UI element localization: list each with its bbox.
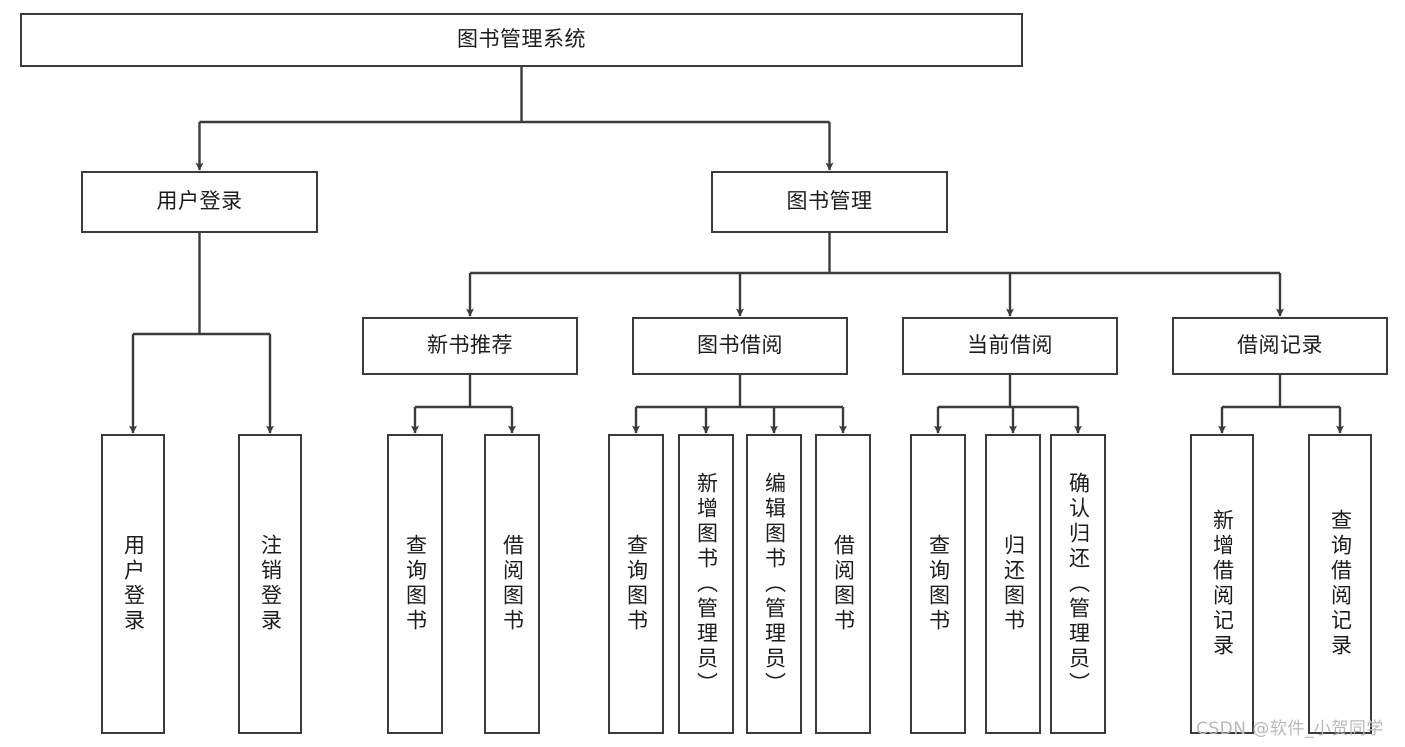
node-leaf-user-login[interactable]: 用户登录 [101, 434, 165, 734]
node-leaf-borrow-book-1[interactable]: 借阅图书 [484, 434, 540, 734]
node-leaf-add-book[interactable]: 新增图书（管理员） [678, 434, 734, 734]
node-label: 查询图书 [926, 534, 951, 634]
node-label: 借阅记录 [1237, 333, 1323, 358]
node-label: 新增借阅记录 [1210, 509, 1235, 659]
node-leaf-query-book-3[interactable]: 查询图书 [910, 434, 966, 734]
node-leaf-return-book[interactable]: 归还图书 [985, 434, 1041, 734]
node-user-login[interactable]: 用户登录 [81, 171, 318, 233]
node-label: 图书管理系统 [457, 27, 586, 52]
node-label: 归还图书 [1001, 534, 1026, 634]
node-new-book-rec[interactable]: 新书推荐 [362, 317, 578, 375]
node-leaf-logout[interactable]: 注销登录 [238, 434, 302, 734]
node-label: 用户登录 [156, 189, 243, 214]
node-label: 图书管理 [786, 189, 873, 214]
node-borrow-record[interactable]: 借阅记录 [1172, 317, 1388, 375]
node-label: 图书借阅 [697, 333, 783, 358]
node-label: 用户登录 [121, 534, 146, 634]
node-leaf-borrow-book-2[interactable]: 借阅图书 [815, 434, 871, 734]
node-current-borrow[interactable]: 当前借阅 [902, 317, 1118, 375]
node-leaf-add-record[interactable]: 新增借阅记录 [1190, 434, 1254, 734]
node-label: 查询图书 [624, 534, 649, 634]
node-root[interactable]: 图书管理系统 [20, 13, 1023, 67]
node-label: 当前借阅 [967, 333, 1053, 358]
node-leaf-query-book-1[interactable]: 查询图书 [387, 434, 443, 734]
node-leaf-confirm-return[interactable]: 确认归还（管理员） [1050, 434, 1106, 734]
node-leaf-query-book-2[interactable]: 查询图书 [608, 434, 664, 734]
node-label: 查询图书 [403, 534, 428, 634]
node-label: 确认归还（管理员） [1066, 471, 1091, 697]
node-label: 借阅图书 [500, 534, 525, 634]
node-leaf-query-record[interactable]: 查询借阅记录 [1308, 434, 1372, 734]
node-book-manage[interactable]: 图书管理 [711, 171, 948, 233]
node-label: 查询借阅记录 [1328, 509, 1353, 659]
node-label: 注销登录 [258, 534, 283, 634]
node-label: 新增图书（管理员） [694, 471, 719, 697]
node-leaf-edit-book[interactable]: 编辑图书（管理员） [746, 434, 802, 734]
node-label: 借阅图书 [831, 534, 856, 634]
node-label: 编辑图书（管理员） [762, 471, 787, 697]
node-label: 新书推荐 [427, 333, 513, 358]
node-book-borrow[interactable]: 图书借阅 [632, 317, 848, 375]
